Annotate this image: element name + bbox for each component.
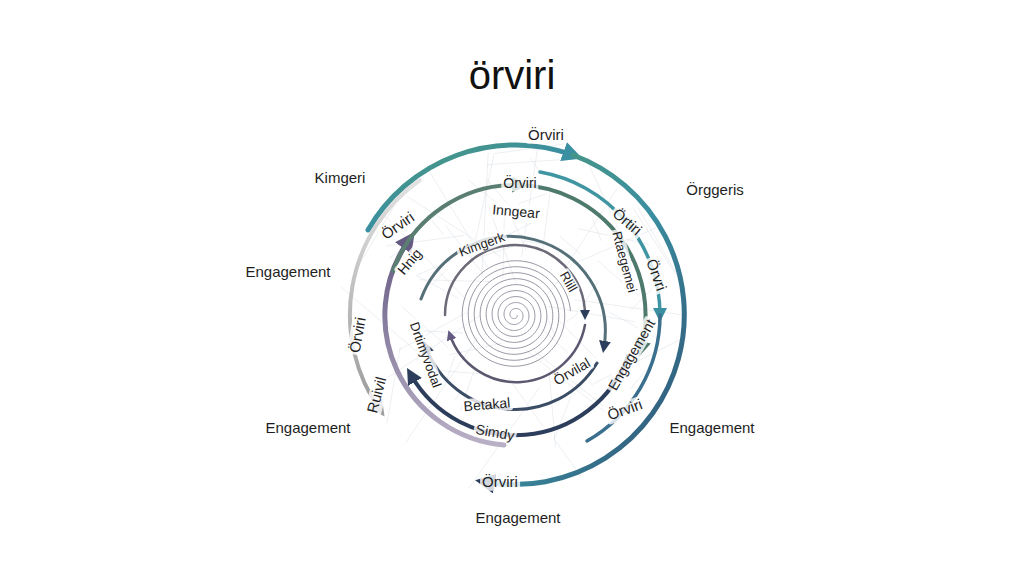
spiral-label: Örggeris	[684, 182, 746, 199]
spiral-label: Ruivil	[364, 373, 390, 417]
spiral-arc	[587, 315, 660, 441]
texture-stroke	[530, 157, 540, 172]
diagram-title: örviri	[469, 53, 556, 97]
texture-stroke	[386, 235, 464, 245]
texture-stroke	[554, 396, 571, 441]
texture-stroke	[525, 349, 606, 412]
spiral-label: Rlill	[556, 268, 581, 297]
texture-stroke	[487, 160, 560, 165]
texture-stroke	[566, 313, 578, 321]
spiral-core-line	[462, 261, 570, 366]
spiral-label: Inngear	[490, 202, 543, 222]
spiral-label: Kimgerk	[455, 229, 508, 260]
texture-stroke	[575, 300, 683, 315]
spiral-label: Örviri	[603, 395, 646, 424]
spiral-label: Örvilal	[549, 354, 595, 389]
spiral-label: Engagement	[243, 264, 332, 281]
spiral-label: Engagement	[473, 510, 562, 527]
spiral-label: Engagement	[263, 420, 352, 437]
spiral-label: Örviri	[526, 127, 566, 144]
texture-stroke	[557, 318, 596, 358]
spiral-label: Örviri	[480, 474, 520, 491]
texture-stroke	[482, 152, 488, 277]
spiral-label: Engagement	[667, 420, 756, 437]
texture-stroke	[548, 306, 635, 321]
spiral-label: Hnig	[394, 244, 427, 279]
spiral-label: Örviri	[501, 176, 538, 191]
spiral-texture	[341, 144, 686, 488]
texture-stroke	[535, 352, 604, 406]
spiral-label: Örvri	[642, 255, 670, 295]
spiral-arcs	[350, 145, 684, 485]
texture-stroke	[509, 378, 544, 426]
texture-stroke	[542, 329, 568, 353]
spiral-label: Drtimyvodal	[406, 318, 444, 391]
texture-stroke	[447, 356, 455, 380]
texture-stroke	[593, 219, 602, 240]
spiral-core	[462, 261, 570, 366]
spiral-label: Betakal	[461, 395, 513, 415]
spiral-label: Kimgeri	[313, 170, 368, 187]
texture-stroke	[507, 223, 531, 235]
spiral-label: Engagement	[604, 315, 659, 395]
texture-stroke	[519, 194, 547, 204]
